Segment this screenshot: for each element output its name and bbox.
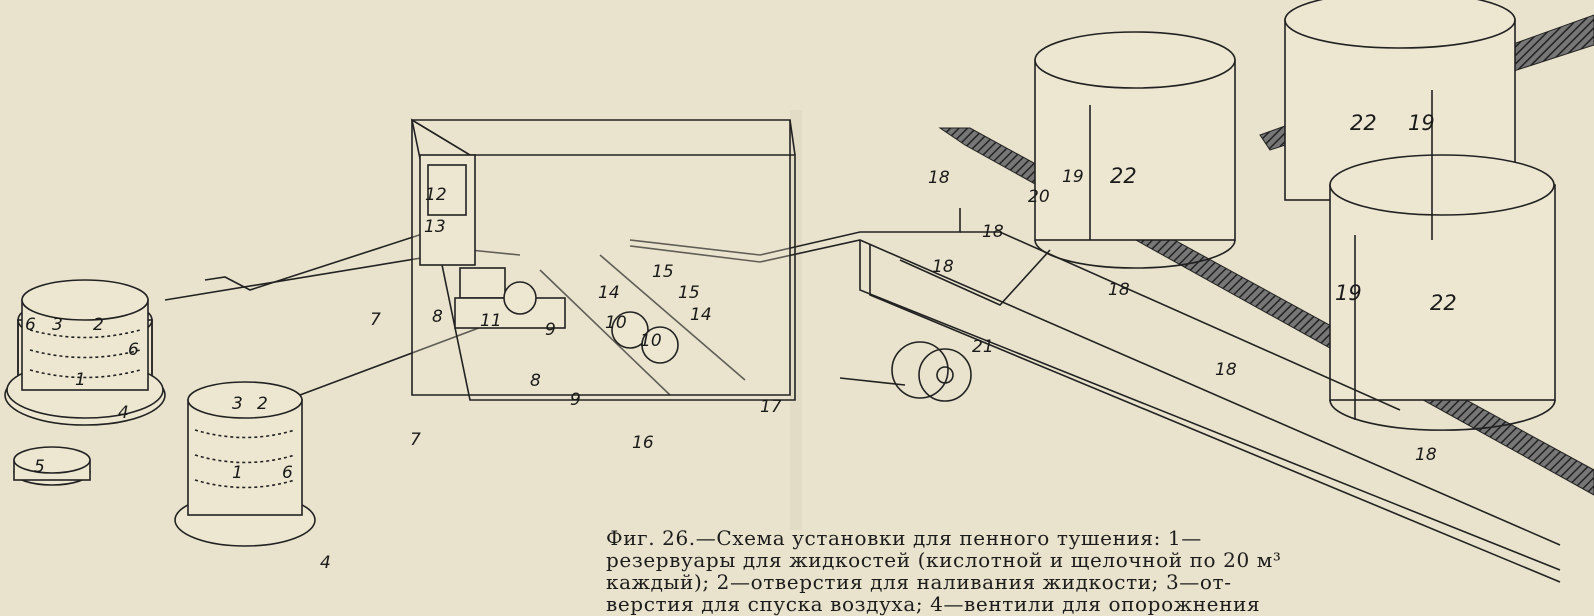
label-5: 5 bbox=[34, 457, 45, 477]
label-3: 3 bbox=[232, 394, 243, 414]
mixing-vessel bbox=[13, 446, 91, 486]
label-8: 8 bbox=[432, 307, 443, 327]
label-7: 7 bbox=[370, 310, 381, 330]
label-17: 17 bbox=[760, 397, 782, 417]
foam-extinguishing-diagram: 3 2 6 1 6 4 5 3 2 1 6 4 7 7 8 8 9 9 10 1… bbox=[4, 0, 1594, 583]
label-12: 12 bbox=[425, 185, 447, 205]
label-20: 20 bbox=[1028, 187, 1050, 207]
label-15: 15 bbox=[678, 283, 700, 303]
label-18: 18 bbox=[932, 257, 954, 277]
caption-line: каждый); 2—отверстия для наливания жидко… bbox=[606, 570, 1232, 594]
label-14: 14 bbox=[598, 283, 620, 303]
label-13: 13 bbox=[424, 217, 446, 237]
caption-line: верстия для спуска воздуха; 4—вентили дл… bbox=[606, 592, 1261, 616]
label-11: 11 bbox=[480, 311, 502, 331]
label-6: 6 bbox=[128, 340, 139, 360]
label-8: 8 bbox=[530, 371, 541, 391]
figure-caption: Фиг. 26.—Схема установки для пенного туш… bbox=[606, 527, 1566, 615]
label-18: 18 bbox=[1215, 360, 1237, 380]
label-2: 2 bbox=[257, 394, 268, 414]
label-1: 1 bbox=[232, 463, 243, 483]
label-3: 3 bbox=[52, 315, 63, 335]
storage-tank bbox=[1034, 31, 1236, 269]
label-16: 16 bbox=[632, 433, 654, 453]
label-9: 9 bbox=[545, 320, 556, 340]
caption-line: Фиг. 26.—Схема установки для пенного туш… bbox=[606, 526, 1202, 550]
label-4: 4 bbox=[320, 553, 331, 573]
hose-reel bbox=[839, 341, 972, 402]
storage-tank bbox=[1329, 154, 1556, 431]
background-text-column bbox=[790, 110, 802, 530]
label-4: 4 bbox=[118, 403, 129, 423]
label-19: 19 bbox=[1335, 281, 1362, 305]
liquid-tank bbox=[174, 381, 316, 547]
label-10: 10 bbox=[605, 313, 627, 333]
liquid-tank bbox=[6, 279, 164, 419]
label-21: 21 bbox=[972, 337, 994, 357]
caption-line: резервуары для жидкостей (кислотной и ще… bbox=[606, 548, 1282, 572]
label-1: 1 bbox=[75, 370, 86, 390]
label-18: 18 bbox=[1415, 445, 1437, 465]
label-9: 9 bbox=[570, 390, 581, 410]
label-22: 22 bbox=[1110, 164, 1137, 188]
pump-room bbox=[410, 118, 796, 401]
label-18: 18 bbox=[928, 168, 950, 188]
label-2: 2 bbox=[93, 315, 104, 335]
label-18: 18 bbox=[1108, 280, 1130, 300]
label-18: 18 bbox=[982, 222, 1004, 242]
pipe-network bbox=[164, 208, 1561, 583]
label-15: 15 bbox=[652, 262, 674, 282]
label-19: 19 bbox=[1062, 167, 1084, 187]
label-22: 22 bbox=[1350, 111, 1377, 135]
label-14: 14 bbox=[690, 305, 712, 325]
label-22: 22 bbox=[1430, 291, 1457, 315]
label-7: 7 bbox=[410, 430, 421, 450]
label-6: 6 bbox=[282, 463, 293, 483]
label-10: 10 bbox=[640, 331, 662, 351]
label-6-top: 6 bbox=[25, 315, 36, 335]
pump-unit bbox=[454, 267, 679, 364]
label-19: 19 bbox=[1408, 111, 1435, 135]
